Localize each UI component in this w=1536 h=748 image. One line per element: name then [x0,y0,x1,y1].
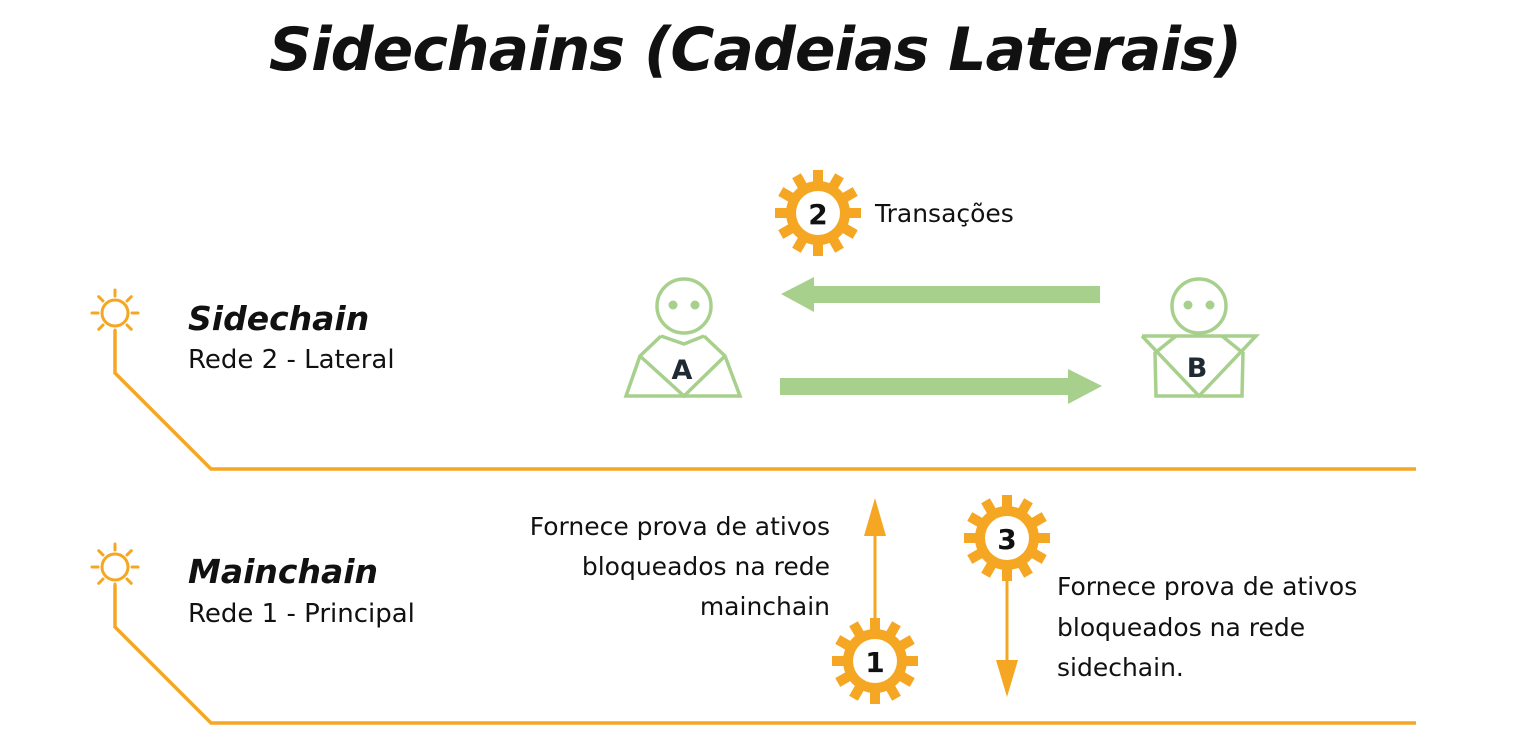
step-3-gear-icon [964,495,1050,581]
person-a-icon [623,277,743,399]
step-2-gear-icon [775,170,861,256]
arrow-right-icon [780,369,1102,404]
person-a-label: A [672,355,693,386]
arrow-up-icon [864,498,886,620]
step-2-number: 2 [808,198,827,231]
step-3-number: 3 [997,523,1016,556]
sun-icon [90,542,140,592]
diagram-title: Sidechains (Cadeias Laterais) [269,15,1241,85]
sidechain-track [90,288,1416,471]
step-3-line-1: Fornece prova de ativos [1057,572,1357,601]
step-1-gear-icon [832,618,918,704]
step-1-line-1: Fornece prova de ativos [530,512,830,541]
sidechain-label: Sidechain [188,299,369,338]
mainchain-subtitle: Rede 1 - Principal [188,599,415,629]
step-3-line-3: sidechain. [1057,653,1184,682]
step-1-line-2: bloqueados na rede [582,552,830,581]
sun-icon [90,288,140,338]
arrow-down-icon [996,580,1018,697]
arrow-left-icon [781,277,1100,312]
step-1-number: 1 [865,646,884,679]
mainchain-track [90,542,1416,725]
step-2-label: Transações [874,199,1014,228]
step-1-line-3: mainchain [700,592,830,621]
step-3-line-2: bloqueados na rede [1057,613,1305,642]
sidechain-subtitle: Rede 2 - Lateral [188,345,395,375]
mainchain-label: Mainchain [188,552,378,591]
person-b-label: B [1187,353,1208,384]
person-b-icon [1140,277,1261,399]
